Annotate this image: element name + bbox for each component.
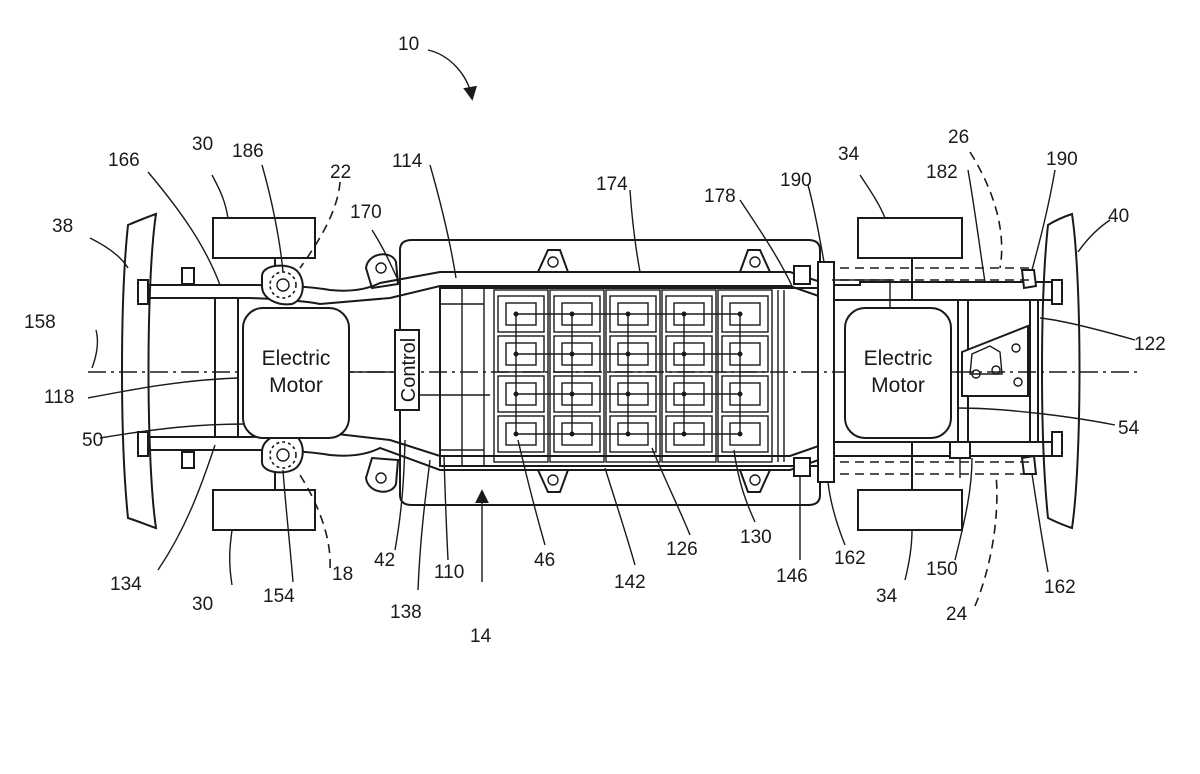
ref-190-left: 190 [780, 170, 812, 191]
front-electric-motor [242, 307, 350, 439]
rear-suspension-bracket [961, 324, 1029, 397]
ref-14: 14 [470, 626, 492, 647]
ref-162-left: 162 [834, 548, 866, 569]
front-bumper [121, 212, 158, 530]
rear-wheel-left [857, 217, 963, 259]
rear-motor-label-line1: Electric [864, 347, 933, 370]
ref-170: 170 [350, 202, 382, 223]
ref-182: 182 [926, 162, 958, 183]
ref-154: 154 [263, 586, 295, 607]
rear-bumper [1041, 212, 1081, 530]
front-knuckle-lower [261, 432, 304, 474]
ref-110: 110 [434, 562, 464, 583]
front-wheel-left [212, 217, 316, 259]
ref-166: 166 [108, 150, 140, 171]
ref-162-right: 162 [1044, 577, 1076, 598]
cell-terminal [625, 311, 631, 317]
ref-34-top: 34 [838, 144, 860, 165]
cell-terminal [681, 311, 687, 317]
rear-motor-label-line2: Motor [871, 374, 925, 397]
rear-electric-motor [844, 307, 952, 439]
cell-terminal [681, 431, 687, 437]
ref-42: 42 [374, 550, 395, 571]
ref-150: 150 [926, 559, 958, 580]
cell-terminal [737, 311, 743, 317]
cell-terminal [569, 351, 575, 357]
cell-terminal [625, 431, 631, 437]
mount-bracket-6 [738, 469, 772, 493]
ref-38: 38 [52, 216, 73, 237]
cell-terminal [737, 431, 743, 437]
battery-modules [493, 289, 785, 463]
cell-terminal [681, 391, 687, 397]
figure-arrow [427, 49, 477, 101]
ref-18: 18 [332, 564, 353, 585]
cell-terminal [513, 351, 519, 357]
front-wheel-right [212, 489, 316, 531]
ref-142: 142 [614, 572, 646, 593]
ref-146: 146 [776, 566, 808, 587]
front-knuckle-upper [261, 264, 304, 306]
cell-terminal [569, 431, 575, 437]
bracket-146-top [793, 265, 811, 285]
cell-terminal [569, 391, 575, 397]
bracket-146-bottom [793, 457, 811, 477]
ref-122: 122 [1134, 334, 1166, 355]
ref-24: 24 [946, 604, 968, 625]
reference-numerals: 10 14 18 22 24 26 30 30 34 34 38 40 42 4… [24, 34, 1166, 647]
ref-46: 46 [534, 550, 555, 571]
ref-40: 40 [1108, 206, 1129, 227]
mount-bracket-3 [536, 249, 570, 273]
cell-terminal [737, 391, 743, 397]
battery-tray [439, 287, 823, 467]
ref-126: 126 [666, 539, 698, 560]
ref-118: 118 [44, 387, 74, 408]
rear-wheel-right [857, 489, 963, 531]
cell-terminal [681, 351, 687, 357]
mount-bracket-2 [364, 456, 400, 493]
control-unit [394, 329, 420, 411]
front-motor-label-line1: Electric [262, 347, 331, 370]
front-motor-label-line2: Motor [269, 374, 323, 397]
cell-terminal [569, 311, 575, 317]
ref-134: 134 [110, 574, 142, 595]
ref-30-bottom: 30 [192, 594, 213, 615]
ref-158: 158 [24, 312, 56, 333]
cell-terminal [513, 391, 519, 397]
cell-terminal [737, 351, 743, 357]
ref-34-bottom: 34 [876, 586, 898, 607]
ref-10: 10 [398, 34, 419, 55]
ref-186: 186 [232, 141, 264, 162]
control-label: Control [398, 338, 420, 402]
mount-bracket-5 [738, 249, 772, 273]
cell-terminal [513, 311, 519, 317]
ref-138: 138 [390, 602, 422, 623]
ref-174: 174 [596, 174, 628, 195]
reference-leaders [87, 151, 1136, 607]
mount-bracket-4 [536, 469, 570, 493]
cell-terminal [625, 391, 631, 397]
cell-terminal [513, 431, 519, 437]
ref-114: 114 [392, 151, 423, 172]
ref-22: 22 [330, 162, 351, 183]
cell-terminal [625, 351, 631, 357]
ref-130: 130 [740, 527, 772, 548]
ref-54: 54 [1118, 418, 1140, 439]
ref-26: 26 [948, 127, 969, 148]
ref-190-right: 190 [1046, 149, 1078, 170]
ref-30-top: 30 [192, 134, 213, 155]
battery-housing-outline [399, 239, 821, 506]
ref-178: 178 [704, 186, 736, 207]
ref-50: 50 [82, 430, 103, 451]
